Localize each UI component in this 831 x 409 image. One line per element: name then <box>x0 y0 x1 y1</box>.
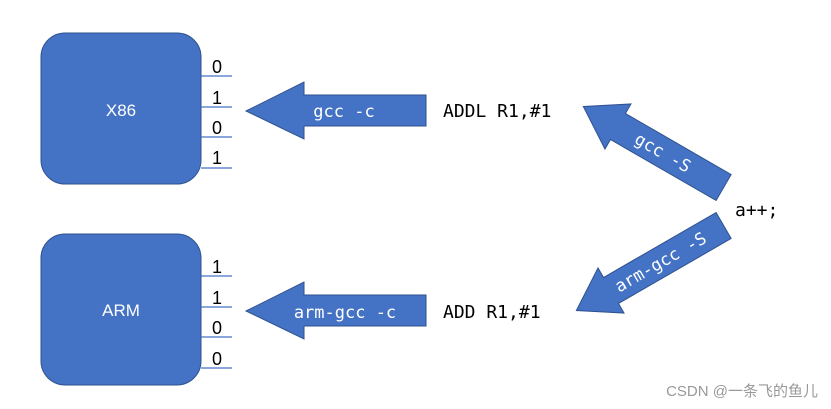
arm-assembly-code: ADD R1,#1 <box>443 302 541 323</box>
x86-compile-arrow: gcc -c <box>244 81 427 140</box>
x86-bit: 0 <box>212 57 222 77</box>
x86-assembly-code: ADDL R1,#1 <box>443 101 551 122</box>
arm-bit-pins: 1 1 0 0 <box>201 257 232 369</box>
arm-compile-command: arm-gcc -c <box>294 303 396 323</box>
arm-bit: 1 <box>212 288 222 308</box>
x86-bit: 1 <box>212 88 222 108</box>
x86-chip-label: X86 <box>106 101 136 120</box>
arm-chip-label: ARM <box>102 301 140 320</box>
x86-bit: 1 <box>212 148 222 168</box>
x86-compile-command: gcc -c <box>313 102 374 122</box>
arm-compile-arrow: arm-gcc -c <box>244 281 427 340</box>
x86-processor: X86 <box>40 32 202 185</box>
arm-assemble-arrow: arm-gcc -S <box>575 211 732 314</box>
watermark: CSDN @一条飞的鱼儿 <box>666 382 818 400</box>
source-code: a++; <box>735 200 778 221</box>
arm-bit: 0 <box>212 318 222 338</box>
left-arrow-shape <box>244 281 427 340</box>
x86-bit: 0 <box>212 118 222 138</box>
left-arrow-shape <box>244 81 427 140</box>
x86-chip-box <box>40 32 202 185</box>
x86-bit-pins: 0 1 0 1 <box>201 57 232 169</box>
arm-bit: 0 <box>212 349 222 369</box>
diagonal-arrow-shape <box>575 211 732 314</box>
diagonal-arrow-shape <box>582 103 732 202</box>
x86-assemble-arrow: gcc -S <box>582 103 732 202</box>
arm-assemble-command: arm-gcc -S <box>612 229 711 298</box>
arm-processor: ARM <box>40 233 202 386</box>
arm-bit: 1 <box>212 257 222 277</box>
arm-chip-box <box>40 233 202 386</box>
